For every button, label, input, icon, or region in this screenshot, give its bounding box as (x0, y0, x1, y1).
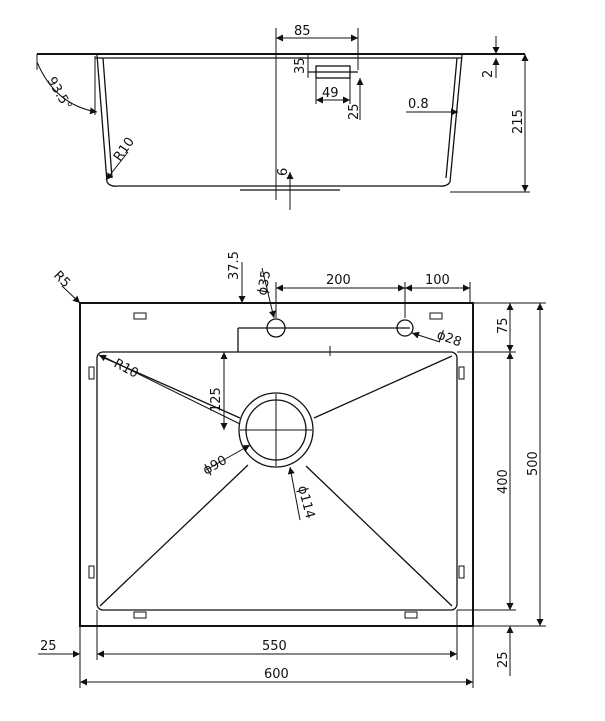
label-r10: R10 (111, 356, 141, 381)
side-49-label: 49 (322, 86, 339, 101)
dia-35-leader (261, 267, 276, 319)
label-500: 500 (526, 451, 541, 476)
slope-line-br (305, 465, 453, 607)
accessory-hole-28 (396, 319, 414, 337)
label-550: 550 (262, 639, 287, 654)
label-75: 75 (496, 317, 511, 334)
drain-outer-114 (238, 392, 314, 468)
label-100: 100 (425, 273, 450, 288)
side-left-wall (96, 54, 108, 183)
faucet-hole-35 (266, 318, 286, 338)
r10-leader (103, 356, 241, 425)
r5-leader (61, 285, 81, 304)
label-600: 600 (264, 667, 289, 682)
label-25-left: 25 (40, 639, 57, 654)
side-6-label: 6 (276, 168, 291, 176)
side-2-label: 2 (481, 70, 496, 78)
side-angle-label: 93.5° (44, 75, 75, 113)
label-dia-90: ϕ90 (201, 453, 230, 479)
side-left-wall-inner (102, 57, 113, 179)
mounting-clips (88, 312, 465, 619)
label-dia-28: ϕ28 (435, 328, 464, 351)
side-215-label: 215 (511, 109, 526, 134)
label-dia-35: ϕ35 (255, 269, 274, 296)
side-25-label: 25 (347, 103, 362, 120)
side-r10-label: R10 (111, 135, 138, 165)
side-35-label: 35 (293, 57, 308, 74)
side-right-wall (449, 54, 463, 183)
r10-tip (98, 354, 121, 366)
side-85-label: 85 (294, 24, 311, 39)
label-dia-114: ϕ114 (294, 484, 317, 520)
side-angle-arc (36, 61, 98, 115)
dia-114-leader (287, 466, 301, 521)
label-200: 200 (326, 273, 351, 288)
side-r10-leader (105, 151, 129, 181)
label-37-5: 37.5 (227, 251, 242, 280)
side-0-8-label: 0.8 (408, 97, 429, 112)
r5-label: R5 (50, 268, 73, 291)
label-25-bottom: 25 (496, 651, 511, 668)
dia-90-leader (205, 444, 251, 471)
slope-line-bl (99, 464, 249, 607)
label-125: 125 (209, 387, 224, 412)
side-right-wall-inner (445, 57, 458, 179)
top-view: R5 37.5 ϕ35 200 100 ϕ28 75 R10 125 ϕ90 (38, 251, 546, 688)
dia-28-leader (411, 331, 441, 343)
top-bowl-outline (96, 351, 458, 611)
slope-line-tr (313, 355, 453, 419)
side-bottom (106, 181, 451, 187)
side-view: 93.5° R10 85 35 49 25 6 0.8 2 215 (36, 24, 530, 210)
label-400: 400 (496, 469, 511, 494)
